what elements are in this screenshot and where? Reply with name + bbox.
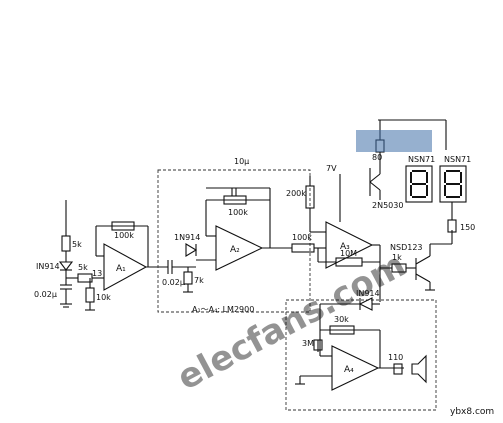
ic-label: A₁～A₄: LM2900 — [192, 305, 254, 314]
transistor-nsd123: NSD123 150 — [390, 202, 475, 291]
svg-text:10k: 10k — [96, 293, 111, 302]
svg-text:7V: 7V — [326, 164, 337, 173]
svg-text:7k: 7k — [194, 276, 204, 285]
svg-text:10μ: 10μ — [234, 157, 249, 166]
svg-text:100k: 100k — [228, 208, 248, 217]
resistor-30k — [329, 325, 355, 335]
resistor-3m — [313, 339, 323, 351]
svg-text:5k: 5k — [72, 240, 82, 249]
svg-text:100k: 100k — [292, 233, 312, 242]
resistor-5k-a — [61, 235, 71, 252]
op-amp-a2 — [215, 225, 264, 271]
op-amp-a1 — [103, 243, 148, 291]
svg-text:100k: 100k — [114, 231, 134, 240]
resistor-7k — [183, 271, 193, 285]
svg-text:30k: 30k — [334, 315, 349, 324]
op-amp-a4 — [331, 345, 380, 391]
svg-text:3M: 3M — [302, 339, 314, 348]
svg-text:0.02μ: 0.02μ — [162, 278, 185, 287]
comparator-stage: A₃ 200k 7V 10M 1k — [286, 164, 416, 273]
svg-text:0.02μ: 0.02μ — [34, 290, 57, 299]
op-amp-a3 — [325, 221, 374, 269]
resistor-100k-a2-out — [291, 243, 315, 253]
resistor-10k — [85, 287, 95, 303]
resistor-110 — [393, 363, 403, 375]
svg-text:2N5030: 2N5030 — [372, 201, 403, 210]
svg-text:A₄: A₄ — [344, 365, 354, 375]
svg-text:200k: 200k — [286, 189, 306, 198]
svg-text:13: 13 — [92, 269, 102, 278]
diode-in914-input — [58, 261, 74, 271]
speaker-icon — [411, 354, 427, 384]
svg-text:A₃: A₃ — [340, 242, 350, 252]
svg-text:1N914: 1N914 — [174, 233, 200, 242]
svg-text:IN914: IN914 — [356, 289, 380, 298]
svg-text:A₂: A₂ — [230, 245, 240, 255]
tone-generator-box — [285, 299, 437, 411]
svg-text:NSD123: NSD123 — [390, 243, 423, 252]
resistor-100k-a2-fb — [223, 195, 247, 205]
seven-segment-display-left: NSN71 — [405, 155, 435, 203]
svg-text:5k: 5k — [78, 263, 88, 272]
svg-text:110: 110 — [388, 353, 403, 362]
svg-text:IN914: IN914 — [36, 262, 60, 271]
watermark: elecfans.com ybx8.com — [171, 245, 494, 417]
diode-1n914-clamp — [185, 243, 198, 257]
tone-generator: IN914 A₄ 30k 3M 110 — [295, 268, 427, 391]
svg-text:80: 80 — [372, 153, 382, 162]
svg-text:NSN71: NSN71 — [444, 155, 471, 164]
svg-text:NSN71: NSN71 — [408, 155, 435, 164]
transistor-2n5030: 2N5030 — [369, 164, 403, 210]
seven-segment-display-right: NSN71 — [439, 155, 471, 203]
speedometer-stage: 0.02μ 7k 1N914 A₂ 100k 10μ 100k A₁～A₄: L… — [162, 157, 315, 314]
watermark-text: elecfans.com — [171, 245, 412, 399]
resistor-100k-a1-fb — [111, 221, 135, 231]
watermark-site: ybx8.com — [450, 407, 494, 417]
speed-display-label-box — [356, 130, 432, 152]
svg-text:10M: 10M — [340, 249, 357, 258]
svg-text:A₁: A₁ — [116, 264, 126, 274]
svg-text:1k: 1k — [392, 253, 402, 262]
speedometer-box — [157, 169, 311, 313]
svg-text:150: 150 — [460, 223, 475, 232]
input-stage: 5k IN914 5k 0.02μ 10k 13 A₁ 100k — [34, 200, 168, 311]
